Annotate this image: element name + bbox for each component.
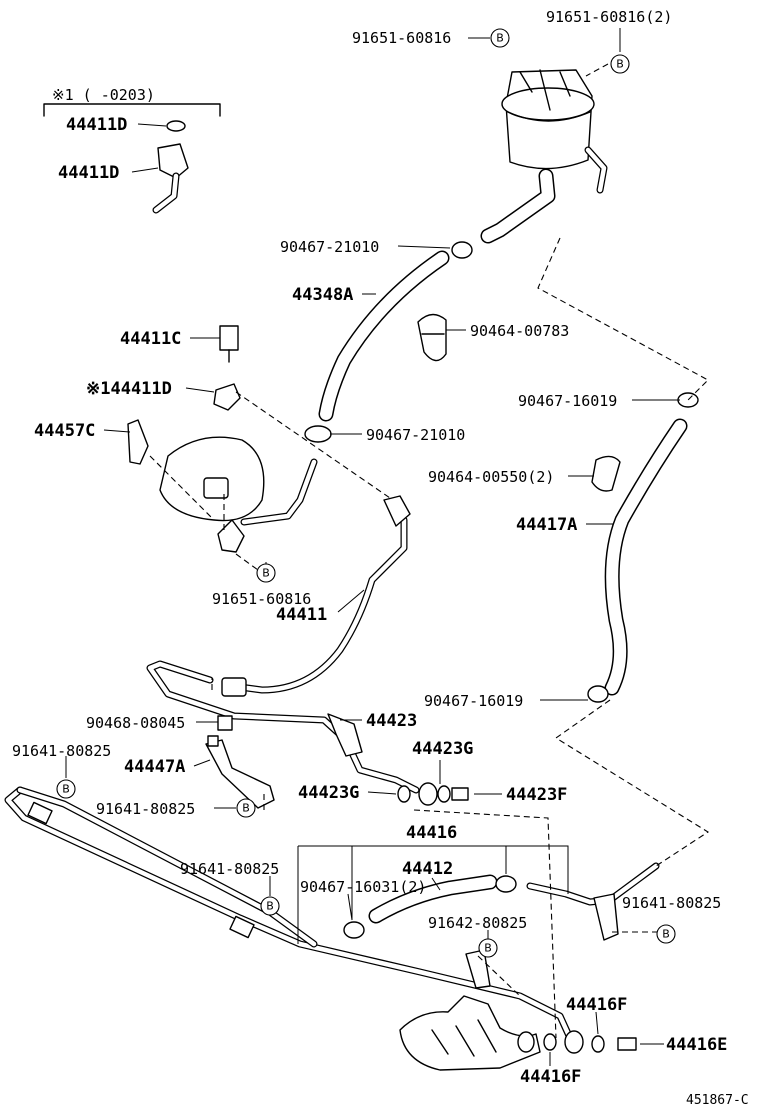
svg-text:B: B <box>496 32 504 45</box>
label-90467-16019: 90467-16019 <box>424 692 523 710</box>
union-bolt-44423 <box>397 782 469 806</box>
label-44411: 44411 <box>276 605 327 625</box>
label-44447A: 44447A <box>124 757 185 777</box>
badge-b: B <box>490 28 510 48</box>
label-44411D-note: ※144411D <box>86 379 172 399</box>
label-90467-16031-2: 90467-16031(2) <box>300 878 426 896</box>
svg-text:B: B <box>62 783 70 796</box>
label-90464-00783: 90464-00783 <box>470 322 569 340</box>
svg-text:B: B <box>484 942 492 955</box>
badge-b: B <box>260 896 280 916</box>
return-hose-44417A <box>587 392 699 703</box>
bracket-44447A <box>205 735 275 809</box>
hose-44412 <box>343 862 660 941</box>
label-44416F: 44416F <box>520 1067 581 1087</box>
part-labels: 91651-60816 91651-60816(2) ※1 ( -0203) 4… <box>12 8 749 1108</box>
label-44348A: 44348A <box>292 285 353 305</box>
label-91642-80825: 91642-80825 <box>428 914 527 932</box>
label-note-range: ※1 ( -0203) <box>52 86 155 104</box>
label-90467-16019: 90467-16019 <box>518 392 617 410</box>
hose-44348A <box>304 241 473 443</box>
inset-44411D <box>43 103 221 214</box>
label-44411D: 44411D <box>58 163 119 183</box>
svg-text:B: B <box>242 802 250 815</box>
badge-b: B <box>256 563 276 583</box>
leader-lines <box>65 28 680 1066</box>
label-44416: 44416 <box>406 823 457 843</box>
label-44416E: 44416E <box>666 1035 727 1055</box>
badge-b: B <box>56 779 76 799</box>
return-tube <box>4 786 584 1054</box>
label-44457C: 44457C <box>34 421 95 441</box>
label-90464-00550-2: 90464-00550(2) <box>428 468 554 486</box>
badge-b: B <box>656 924 676 944</box>
label-44423G: 44423G <box>298 783 359 803</box>
label-91641-80825: 91641-80825 <box>622 894 721 912</box>
label-91641-80825: 91641-80825 <box>180 860 279 878</box>
label-91651-60816: 91651-60816 <box>212 590 311 608</box>
badge-b: B <box>236 798 256 818</box>
label-91651-60816-2: 91651-60816(2) <box>546 8 672 26</box>
reservoir-tank <box>480 69 608 244</box>
label-44417A: 44417A <box>516 515 577 535</box>
label-91651-60816: 91651-60816 <box>352 29 451 47</box>
diagram-reference-code: 451867-C <box>686 1093 749 1108</box>
label-90467-21010: 90467-21010 <box>280 238 379 256</box>
label-44411D: 44411D <box>66 115 127 135</box>
oil-pump <box>127 325 318 553</box>
label-91641-80825: 91641-80825 <box>12 742 111 760</box>
label-44423G: 44423G <box>412 739 473 759</box>
svg-text:B: B <box>266 900 274 913</box>
pressure-tube-44423 <box>146 660 420 794</box>
dashed-guides <box>149 63 710 1039</box>
label-44423: 44423 <box>366 711 417 731</box>
label-90468-08045: 90468-08045 <box>86 714 185 732</box>
label-44412: 44412 <box>402 859 453 879</box>
svg-text:B: B <box>262 567 270 580</box>
label-44416F: 44416F <box>566 995 627 1015</box>
svg-text:B: B <box>662 928 670 941</box>
label-44423F: 44423F <box>506 785 567 805</box>
pressure-hose-44411 <box>221 495 411 697</box>
label-91641-80825: 91641-80825 <box>96 800 195 818</box>
badge-b: B <box>478 938 498 958</box>
badge-b: B <box>610 54 630 74</box>
svg-text:B: B <box>616 58 624 71</box>
label-44411C: 44411C <box>120 329 181 349</box>
clamp-90464-00783 <box>417 313 447 362</box>
steering-gear <box>399 995 637 1071</box>
label-90467-21010: 90467-21010 <box>366 426 465 444</box>
badges: B B B B B B B B <box>56 28 676 958</box>
